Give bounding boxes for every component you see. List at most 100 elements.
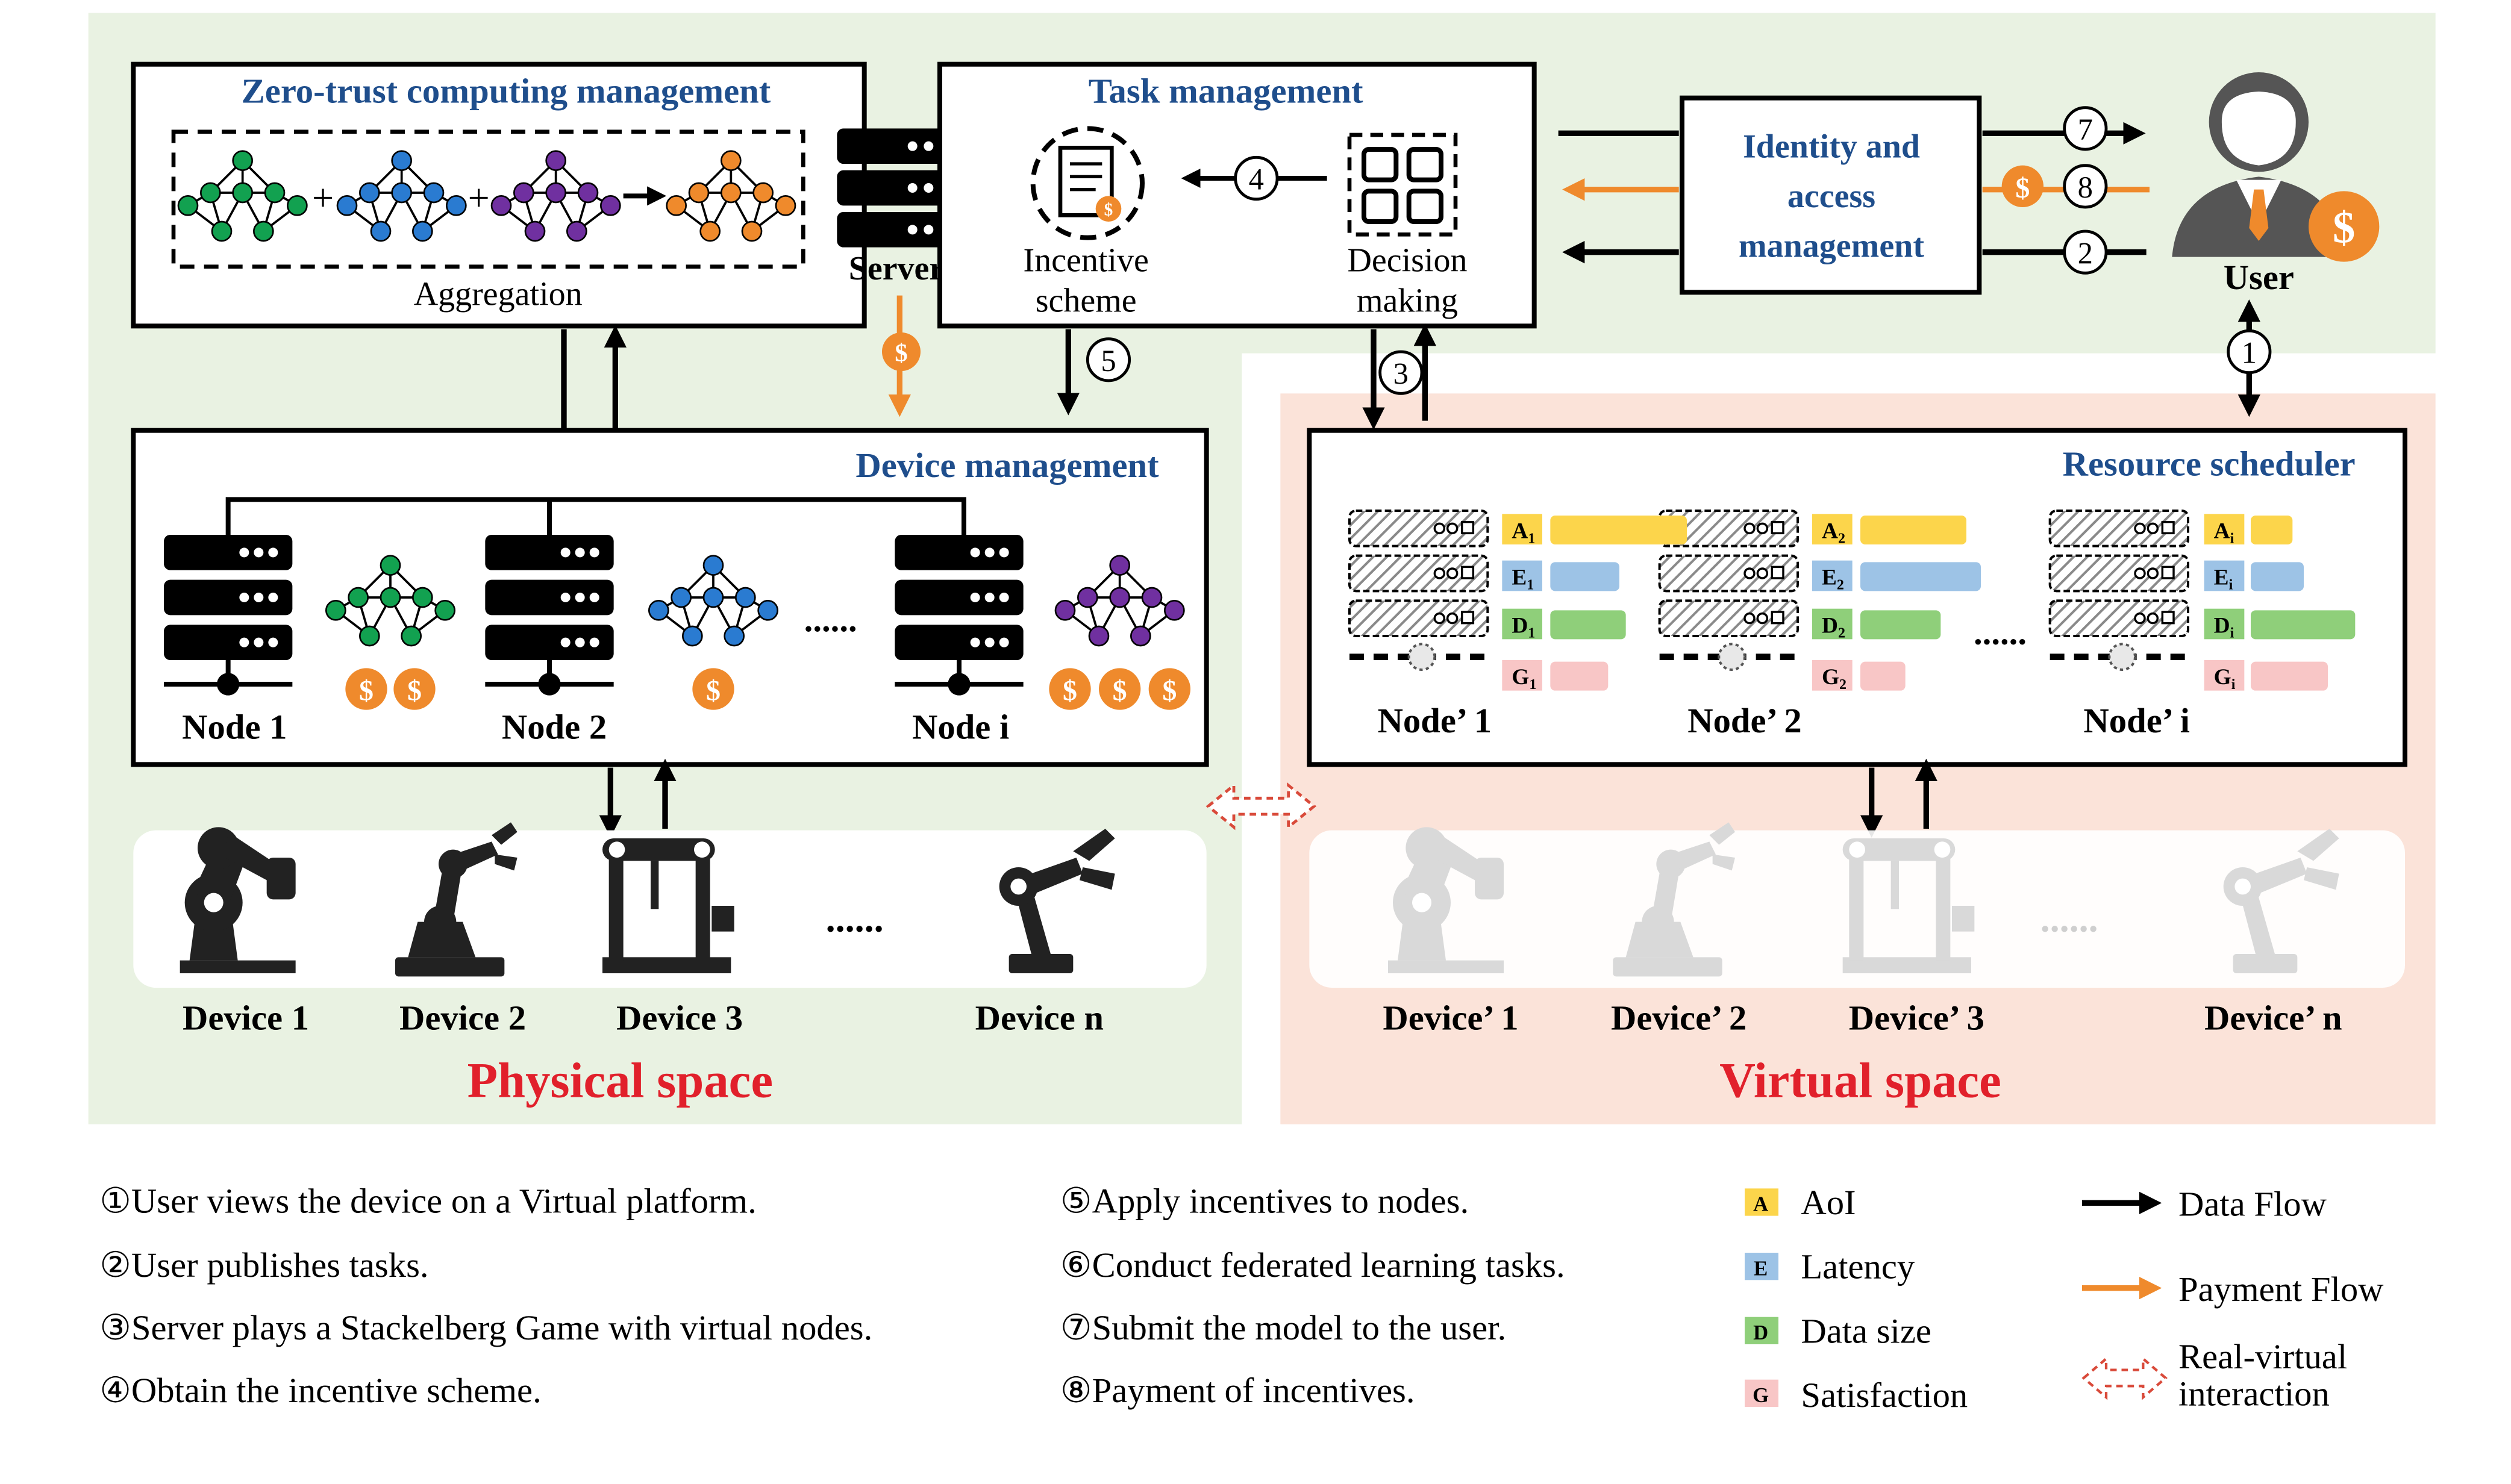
metric-bar-data-size — [2251, 610, 2356, 640]
incentive-label-l2: scheme — [1036, 282, 1137, 319]
virtual-node-1-label: Node’ 1 — [1378, 701, 1492, 740]
metric-tag-label: A1 — [1512, 519, 1535, 546]
virtual-device-2-label: Device’ 2 — [1611, 998, 1746, 1037]
virtual-space-label: Virtual space — [1719, 1052, 2001, 1108]
step-4-label: 4 — [1249, 163, 1264, 196]
metric-bar-aoi — [2251, 516, 2293, 544]
zero-trust-management-box: Zero-trust computing management + + Aggr… — [131, 61, 867, 329]
metric-tag-data-size — [1812, 608, 1853, 640]
metric-bar-latency — [1550, 562, 1619, 591]
metric-tag-label: G1 — [1512, 665, 1536, 693]
device-2-label: Device 2 — [399, 998, 526, 1037]
metric-tag-label: E2 — [1822, 566, 1844, 593]
device-n-label: Device n — [975, 998, 1104, 1037]
server-label: Server — [849, 250, 945, 287]
legend-steps: ①User views the device on a Virtual plat… — [99, 1181, 1565, 1410]
step-2-label: 2 — [2078, 236, 2093, 270]
svg-text:$: $ — [1104, 200, 1113, 219]
legend-metrics: A AoI E Latency D Data size G Satisfacti… — [1745, 1183, 1968, 1415]
svg-text:D: D — [1753, 1321, 1768, 1344]
metric-bar-latency — [2251, 562, 2304, 591]
aggregation-label: Aggregation — [414, 276, 583, 313]
metric-tag-latency — [1812, 560, 1853, 591]
svg-text:$: $ — [706, 675, 721, 707]
metric-bar-aoi — [1550, 516, 1687, 544]
svg-text:$: $ — [1113, 675, 1127, 707]
metric-tag-satisfaction — [1812, 660, 1853, 691]
decision-label-l1: Decision — [1347, 242, 1467, 279]
svg-text:A: A — [1753, 1193, 1768, 1216]
metric-tag-satisfaction — [2204, 660, 2245, 691]
incentive-label-l1: Incentive — [1023, 242, 1148, 279]
step-5-label: 5 — [1101, 344, 1116, 378]
virtual-device-1-label: Device’ 1 — [1383, 998, 1518, 1037]
device-3-label: Device 3 — [616, 998, 743, 1037]
legend-real-virtual-arrow — [2081, 1356, 2168, 1400]
step-3-label: 3 — [1393, 357, 1409, 390]
task-management-box: Task management $ Incentive scheme Decis… — [937, 61, 1537, 329]
svg-text:$: $ — [895, 339, 907, 367]
legend-step-7: ⑦Submit the model to the user. — [1060, 1308, 1506, 1347]
metric-tag-data-size — [1502, 608, 1542, 640]
step-8-label: 8 — [2078, 170, 2093, 204]
legend-flows: Data Flow Payment Flow Real-virtual inte… — [2081, 1185, 2384, 1413]
virtual-nodes-ellipsis: ...... — [1974, 613, 2027, 652]
node-1-label: Node 1 — [182, 708, 287, 747]
devices-ellipsis: ...... — [826, 897, 884, 940]
legend-data-flow-label: Data Flow — [2178, 1185, 2327, 1224]
metric-bar-data-size — [1550, 610, 1626, 640]
legend-latency-label: Latency — [1801, 1247, 1915, 1286]
legend-real-virtual-l1: Real-virtual — [2178, 1337, 2347, 1376]
metric-tag-label: Di — [2214, 614, 2234, 641]
virtual-node-i-label: Node’ i — [2083, 701, 2189, 740]
metric-bar-aoi — [1860, 516, 1966, 544]
user-avatar-icon: $ — [2172, 72, 2380, 262]
resource-scheduler-box: Resource scheduler Node’ 1 Node’ 2 .....… — [1307, 428, 2407, 767]
svg-text:$: $ — [1162, 675, 1177, 707]
metric-tag-latency — [2204, 560, 2245, 591]
zero-trust-title: Zero-trust computing management — [242, 72, 771, 111]
legend-step-8: ⑧Payment of incentives. — [1060, 1371, 1415, 1410]
virtual-device-n-label: Device’ n — [2204, 998, 2342, 1037]
user-label: User — [2224, 258, 2294, 297]
svg-text:$: $ — [2333, 203, 2355, 253]
incentive-scheme-icon: $ — [1030, 126, 1145, 240]
payment-coin-icon — [2001, 165, 2044, 207]
legend-step-2: ②User publishes tasks. — [99, 1246, 428, 1285]
legend-real-virtual-l2: interaction — [2178, 1374, 2330, 1413]
decision-label-l2: making — [1357, 282, 1458, 319]
svg-text:$: $ — [359, 675, 374, 707]
metric-tag-aoi — [1812, 514, 1853, 544]
metric-tag-label: G2 — [1822, 665, 1847, 693]
metric-tag-label: Ei — [2214, 566, 2233, 593]
metric-tag-aoi — [2204, 514, 2245, 544]
svg-text:Identity and: Identity and — [1743, 128, 1920, 165]
metric-tag-label: Gi — [2214, 665, 2236, 693]
metric-tag-label: D2 — [1822, 614, 1845, 641]
metric-bar-satisfaction — [1860, 661, 1906, 691]
svg-text:$: $ — [2015, 172, 2030, 204]
step-7-label: 7 — [2078, 113, 2093, 146]
metric-tag-label: D1 — [1512, 614, 1535, 641]
metric-tag-data-size — [2204, 608, 2245, 640]
svg-text:management: management — [1739, 228, 1924, 265]
legend-aoi-label: AoI — [1801, 1183, 1856, 1222]
device-management-box: Device management $ $ Node 1 $ Node 2 ..… — [131, 428, 1209, 767]
legend-payment-flow-label: Payment Flow — [2178, 1270, 2384, 1309]
incentive-coin-icon — [882, 332, 921, 371]
metric-bar-satisfaction — [2251, 661, 2328, 691]
server-icon — [837, 128, 956, 248]
legend-step-6: ⑥Conduct federated learning tasks. — [1060, 1246, 1565, 1285]
svg-text:$: $ — [1063, 675, 1077, 707]
plus-sign: + — [312, 176, 334, 219]
physical-space-label: Physical space — [467, 1052, 773, 1108]
metric-tag-satisfaction — [1502, 660, 1542, 691]
metric-bar-data-size — [1860, 610, 1941, 640]
svg-text:access: access — [1787, 178, 1875, 215]
virtual-device-3-label: Device’ 3 — [1849, 998, 1984, 1037]
decision-making-icon — [1347, 132, 1458, 237]
virtual-node-2-label: Node’ 2 — [1687, 701, 1802, 740]
svg-text:$: $ — [407, 675, 422, 707]
step-1-label: 1 — [2242, 336, 2257, 370]
